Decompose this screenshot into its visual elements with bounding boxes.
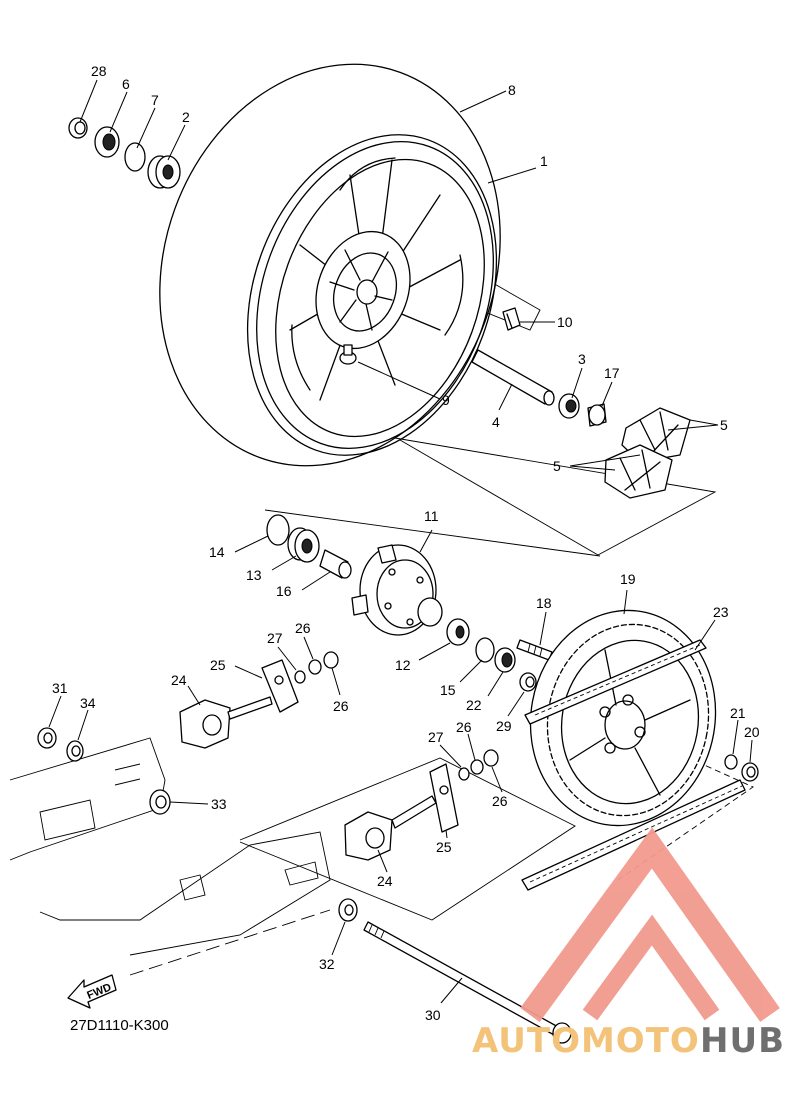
callout-26-upper-a: 26 [295, 620, 311, 636]
collar-17 [587, 403, 607, 427]
callout-8: 8 [508, 82, 516, 98]
leader-lines [48, 79, 753, 1004]
circlip-7 [124, 142, 146, 172]
callout-24-lower: 24 [377, 873, 393, 889]
bearing-2 [147, 155, 181, 189]
adjuster-plate-25b [429, 763, 459, 833]
drive-belt-23 [521, 639, 746, 891]
callout-30: 30 [425, 1007, 441, 1023]
nut-26c [470, 759, 484, 775]
callout-34: 34 [80, 695, 96, 711]
callout-3: 3 [578, 351, 586, 367]
callout-5-lower: 5 [553, 458, 561, 474]
callout-31: 31 [52, 680, 68, 696]
callout-24-upper: 24 [171, 672, 187, 688]
collar-29 [519, 672, 537, 692]
swingarm-right [39, 831, 331, 976]
group-frame-adjuster [239, 757, 576, 921]
nut-26b [323, 651, 339, 669]
washer-34 [66, 740, 84, 762]
callout-22: 22 [466, 697, 482, 713]
callout-28: 28 [91, 63, 107, 79]
circlip-14 [266, 514, 290, 546]
callout-13: 13 [246, 567, 262, 583]
spacer-4 [471, 349, 555, 406]
bearing-3 [558, 393, 580, 419]
chain-puller-24a [179, 696, 273, 749]
callout-33: 33 [211, 796, 227, 812]
callout-26-upper-b: 26 [333, 698, 349, 714]
callout-27-upper: 27 [267, 630, 283, 646]
callout-17: 17 [604, 365, 620, 381]
forward-direction-arrow: FWD [67, 974, 117, 1009]
washer-32 [338, 898, 358, 922]
stud-bolt-18 [516, 639, 553, 661]
wheel-axle-30 [363, 921, 572, 1044]
callout-29: 29 [496, 718, 512, 734]
watermark-brand-part1: AUTOMOTO [472, 1021, 700, 1061]
swingarm-left [9, 737, 166, 861]
air-valve-9 [339, 344, 357, 365]
callout-2: 2 [182, 109, 190, 125]
callout-25-upper: 25 [210, 657, 226, 673]
washer-21 [724, 754, 738, 770]
callout-26-lower-b: 26 [492, 793, 508, 809]
adjuster-plate-25a [261, 659, 299, 713]
callout-1: 1 [540, 153, 548, 169]
diagram-reference-code: 27D1110-K300 [70, 1017, 169, 1034]
callout-27-lower: 27 [428, 729, 444, 745]
watermark-brand-part2: HUB [700, 1021, 785, 1061]
damper-5 [604, 407, 691, 499]
nut-26d [483, 749, 499, 767]
bearing-12 [446, 618, 470, 646]
collar-16 [319, 549, 352, 579]
callout-labels: 28 6 7 2 8 1 10 9 3 17 4 5 5 11 14 13 16… [52, 63, 760, 1023]
callout-18: 18 [536, 595, 552, 611]
callout-32: 32 [319, 956, 335, 972]
bearing-13 [287, 527, 320, 563]
washer-27b [458, 767, 470, 781]
washer-27a [294, 670, 306, 684]
oil-seal-6 [94, 126, 120, 158]
chain-puller-24b [344, 795, 437, 861]
callout-19: 19 [620, 571, 636, 587]
callout-7: 7 [151, 92, 159, 108]
nut-26a [308, 659, 322, 675]
callout-14: 14 [209, 544, 225, 560]
watermark-logo [520, 827, 780, 1023]
callout-21: 21 [730, 705, 746, 721]
rim [256, 141, 494, 449]
callout-10: 10 [557, 314, 573, 330]
callout-25-lower: 25 [436, 839, 452, 855]
callout-11: 11 [424, 508, 439, 524]
balance-weight-10 [502, 307, 521, 331]
callout-4: 4 [492, 414, 500, 430]
callout-5-upper: 5 [720, 417, 728, 433]
nut-20 [741, 762, 759, 782]
collar-28 [68, 117, 88, 139]
circlip-15 [475, 637, 495, 663]
watermark-text: AUTOMOTO HUB [472, 1021, 785, 1061]
callout-12: 12 [395, 657, 411, 673]
callout-9: 9 [442, 392, 450, 408]
wheel-hub-center [315, 230, 411, 350]
oil-seal-22 [494, 647, 516, 673]
callout-16: 16 [276, 583, 292, 599]
nut-31 [37, 727, 57, 749]
group-frame-hub [264, 509, 601, 557]
washer-33 [149, 789, 171, 815]
callout-15: 15 [440, 682, 456, 698]
callout-23: 23 [713, 604, 729, 620]
callout-20: 20 [744, 724, 760, 740]
callout-26-lower-a: 26 [456, 719, 472, 735]
hub-11 [351, 544, 443, 636]
callout-6: 6 [122, 76, 130, 92]
